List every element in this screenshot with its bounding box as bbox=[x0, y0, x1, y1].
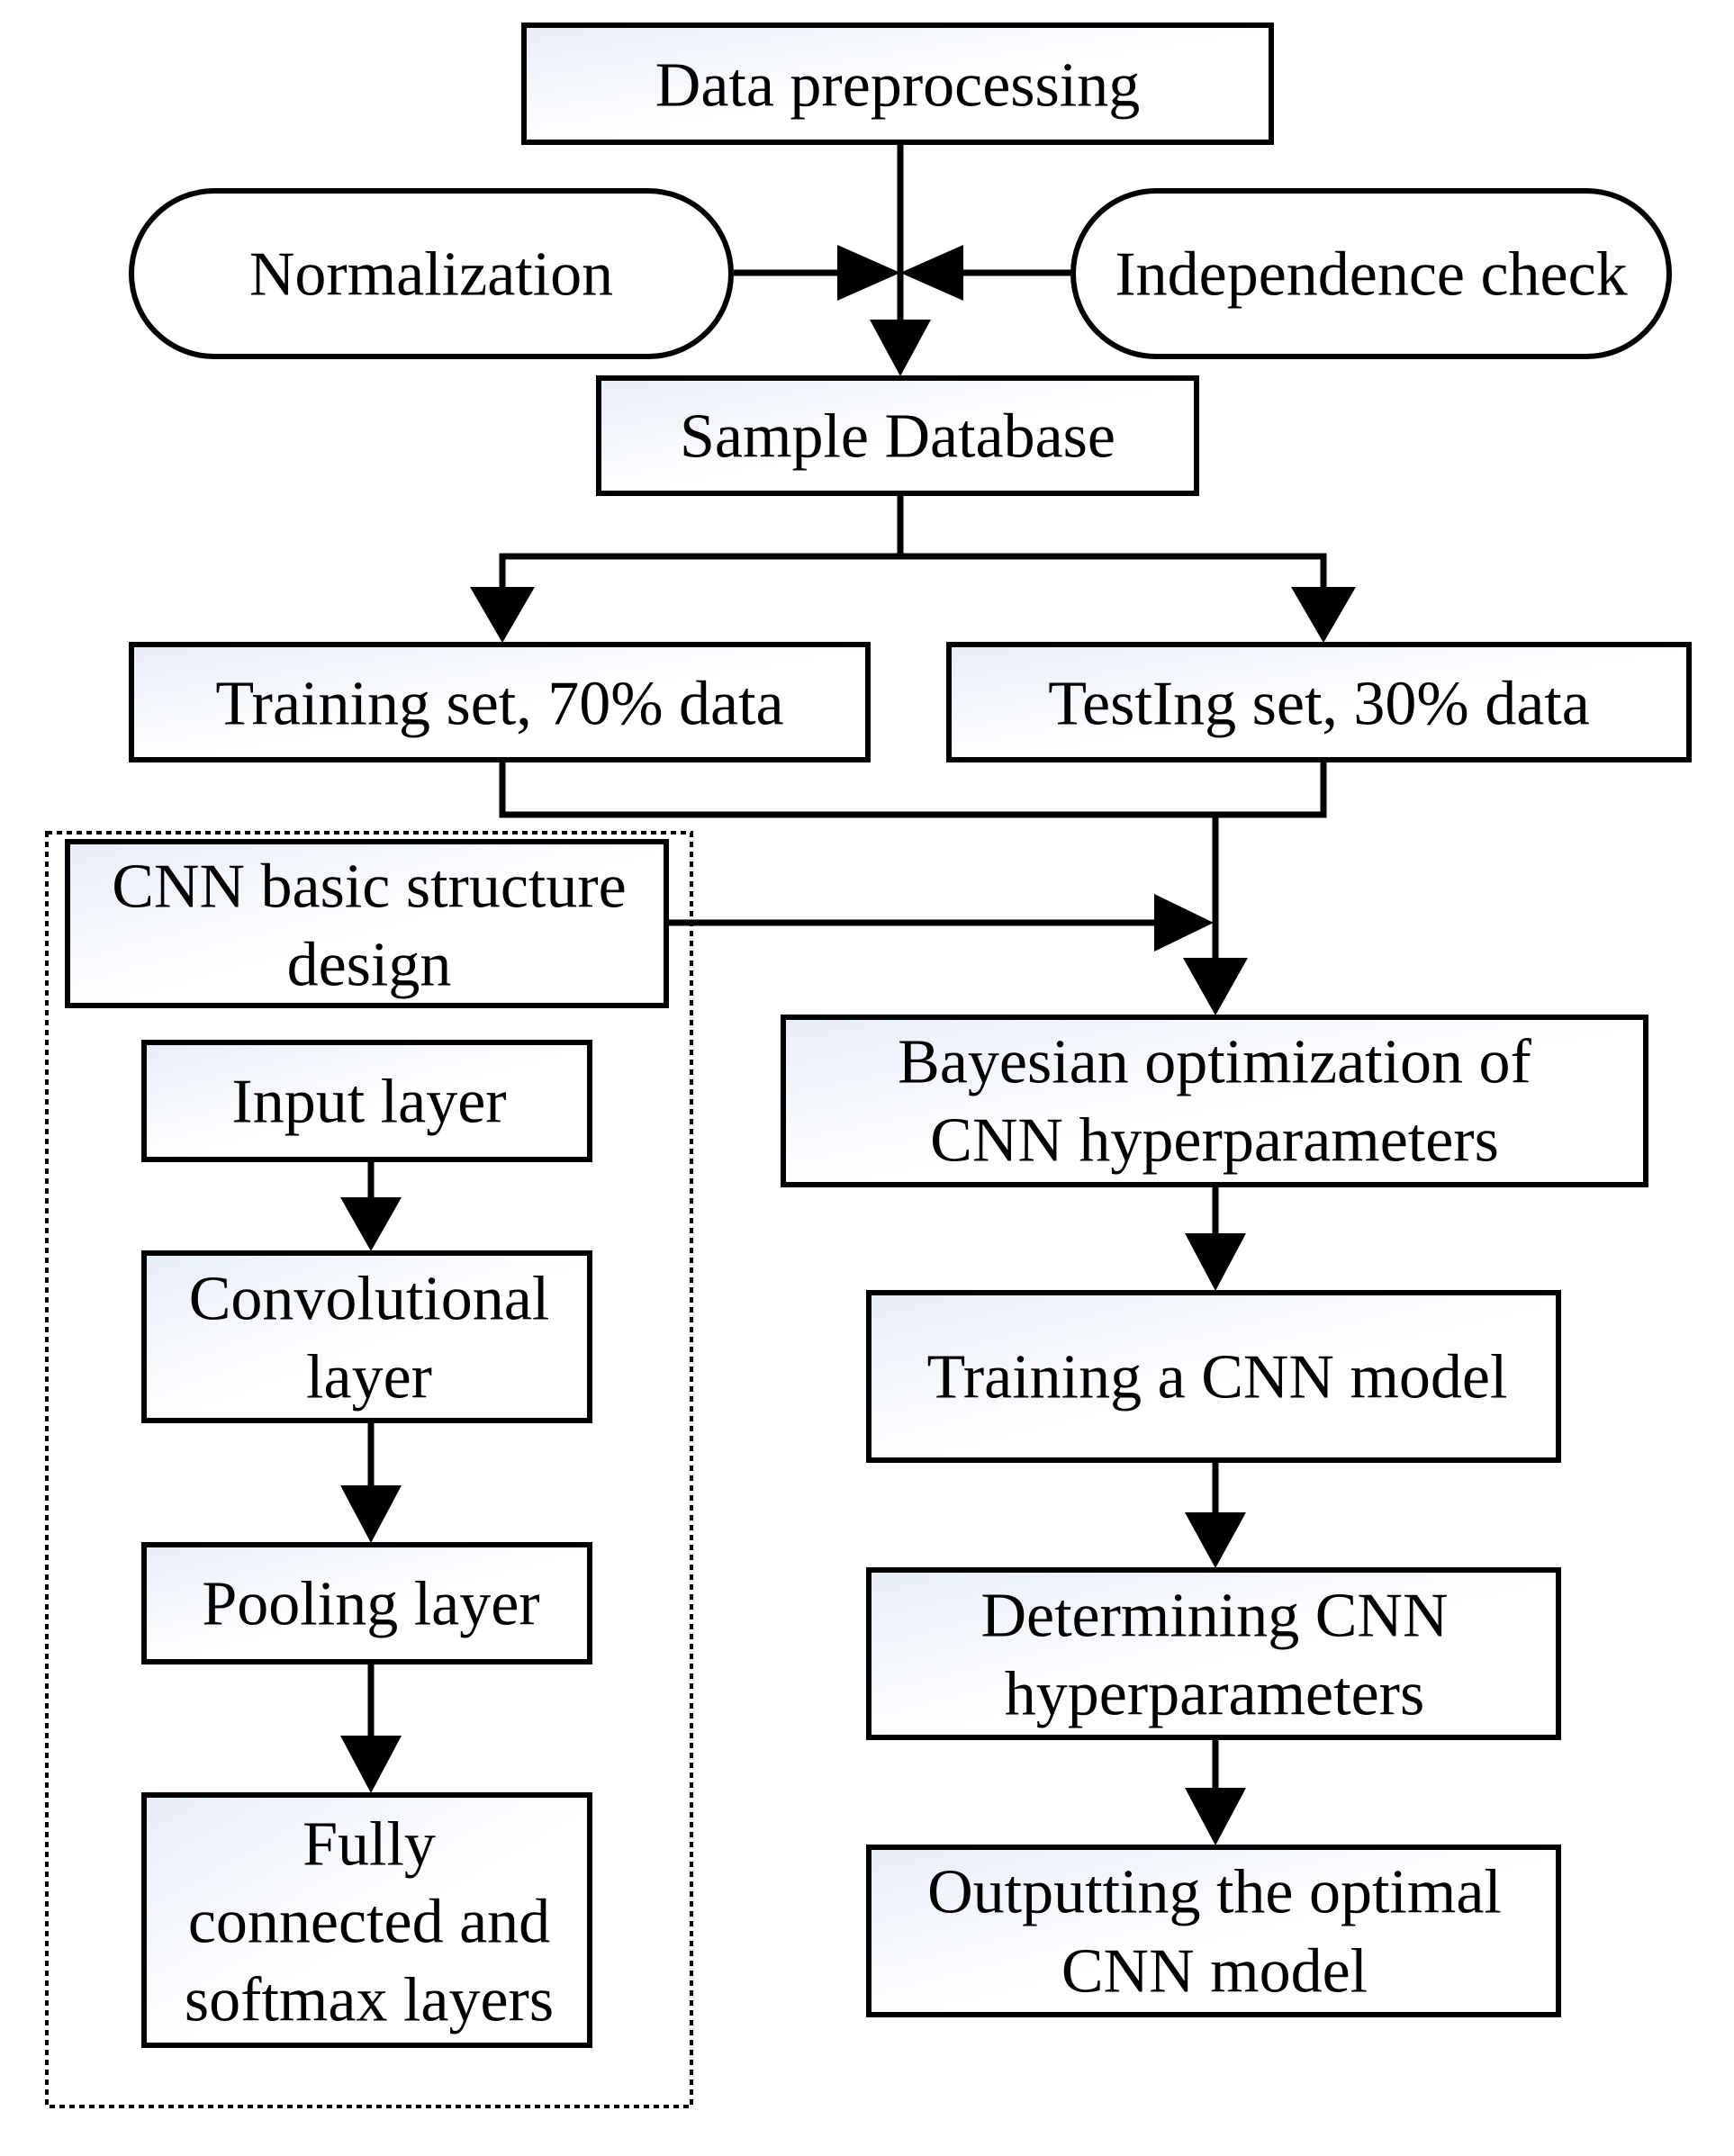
node-outputting-optimal-model: Outputting the optimal CNN model bbox=[866, 1845, 1561, 2017]
node-training-set: Training set, 70% data bbox=[129, 642, 871, 762]
arrow-into-testing-set bbox=[1291, 587, 1356, 643]
node-pooling-layer: Pooling layer bbox=[141, 1542, 592, 1664]
sample-database-label: Sample Database bbox=[680, 402, 1115, 472]
arrow-into-sample-database bbox=[870, 320, 931, 376]
arrow-into-determining bbox=[1185, 1512, 1246, 1568]
node-independence-check: Independence check bbox=[1070, 188, 1672, 359]
training-set-label: Training set, 70% data bbox=[215, 670, 783, 739]
convolutional-layer-line-1: Convolutional bbox=[189, 1265, 550, 1334]
fully-connected-line-3: softmax layers bbox=[185, 1966, 554, 2035]
node-determining-hyperparameters: Determining CNN hyperparameters bbox=[866, 1567, 1561, 1740]
cnn-basic-design-line-2: design bbox=[287, 931, 452, 1000]
arrow-into-training-model bbox=[1185, 1233, 1246, 1291]
edge-database-split bbox=[499, 493, 904, 594]
arrow-into-fully-connected bbox=[340, 1736, 402, 1793]
arrow-into-training-set bbox=[470, 587, 535, 643]
fully-connected-line-1: Fully bbox=[303, 1810, 436, 1880]
node-sample-database: Sample Database bbox=[596, 375, 1199, 496]
independence-check-label: Independence check bbox=[1115, 240, 1627, 310]
node-fully-connected-softmax: Fully connected and softmax layers bbox=[141, 1792, 592, 2048]
determining-hyperparameters-line-1: Determining CNN bbox=[980, 1582, 1448, 1651]
normalization-label: Normalization bbox=[249, 240, 613, 310]
arrow-from-normalization bbox=[837, 245, 900, 301]
node-input-layer: Input layer bbox=[141, 1040, 592, 1162]
input-layer-label: Input layer bbox=[231, 1068, 506, 1137]
node-testing-set: TestIng set, 30% data bbox=[946, 642, 1692, 762]
arrow-into-convolutional bbox=[340, 1197, 402, 1251]
edge-database-split-right bbox=[900, 553, 1327, 594]
bayesian-optimization-line-2: CNN hyperparameters bbox=[930, 1106, 1499, 1176]
connectors bbox=[340, 144, 1356, 1845]
node-training-cnn-model: Training a CNN model bbox=[866, 1290, 1561, 1463]
fully-connected-line-2: connected and bbox=[188, 1888, 550, 1957]
training-cnn-model-label: Training a CNN model bbox=[927, 1343, 1508, 1412]
pooling-layer-label: Pooling layer bbox=[202, 1570, 539, 1639]
testing-set-label: TestIng set, 30% data bbox=[1048, 670, 1590, 739]
arrow-from-independence-check bbox=[900, 245, 963, 301]
node-data-preprocessing: Data preprocessing bbox=[521, 23, 1274, 145]
convolutional-layer-line-2: layer bbox=[306, 1343, 432, 1412]
bayesian-optimization-line-1: Bayesian optimization of bbox=[898, 1028, 1531, 1097]
arrow-from-cnn-design bbox=[1154, 894, 1214, 952]
arrow-into-bayesian bbox=[1183, 958, 1248, 1015]
node-normalization: Normalization bbox=[129, 188, 734, 359]
arrow-into-output bbox=[1185, 1788, 1246, 1845]
data-preprocessing-label: Data preprocessing bbox=[655, 51, 1140, 121]
edge-sets-merge bbox=[499, 760, 1327, 818]
outputting-model-line-2: CNN model bbox=[1061, 1937, 1368, 2007]
arrow-into-pooling bbox=[340, 1485, 402, 1543]
node-bayesian-optimization: Bayesian optimization of CNN hyperparame… bbox=[781, 1015, 1648, 1187]
determining-hyperparameters-line-2: hyperparameters bbox=[1005, 1660, 1424, 1729]
cnn-structure-group-border bbox=[45, 831, 693, 2108]
node-cnn-basic-structure-design: CNN basic structure design bbox=[65, 839, 669, 1008]
node-convolutional-layer: Convolutional layer bbox=[141, 1250, 592, 1423]
cnn-basic-design-line-1: CNN basic structure bbox=[112, 852, 627, 922]
outputting-model-line-1: Outputting the optimal bbox=[927, 1858, 1502, 1927]
